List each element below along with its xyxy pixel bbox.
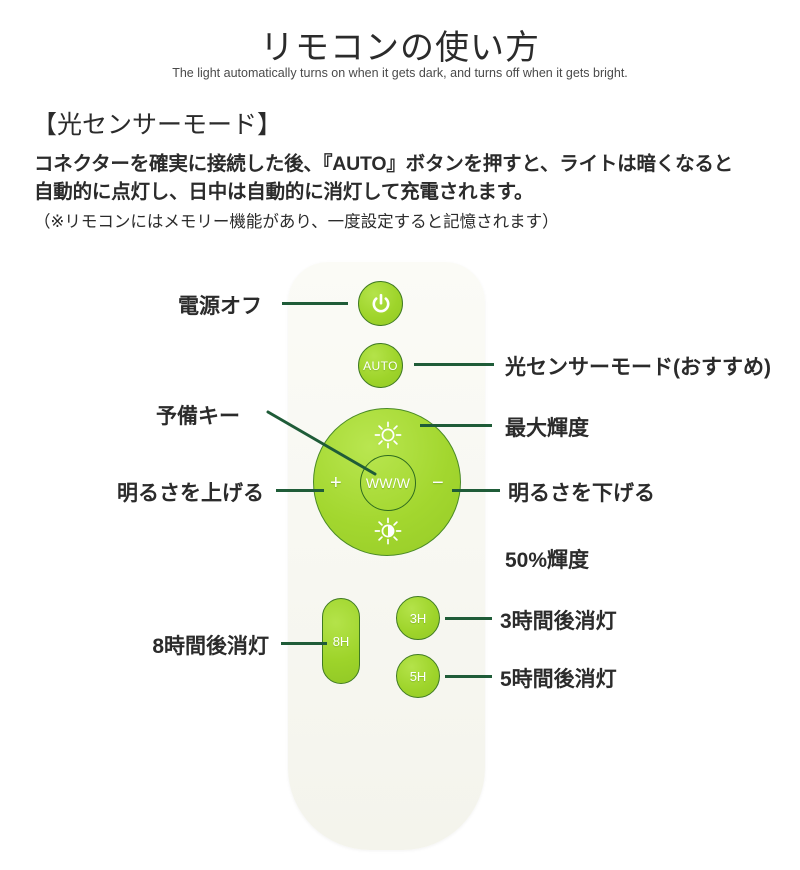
callout-half-brightness: 50%輝度 <box>505 549 590 572</box>
timer-3h-label: 3H <box>409 610 427 626</box>
sun-half-icon[interactable] <box>372 515 404 547</box>
intro-body-line-2: 自動的に点灯し、日中は自動的に消灯して充電されます。 <box>34 181 534 203</box>
timer-8h-label: 8H <box>332 633 350 649</box>
callout-max-brightness: 最大輝度 <box>505 417 589 440</box>
leader-line-light-sensor <box>414 363 494 366</box>
timer-5h-button[interactable]: 5H <box>396 654 440 698</box>
sun-full-icon[interactable] <box>372 419 404 451</box>
page-subtitle: The light automatically turns on when it… <box>172 66 628 80</box>
ww-w-label: WW/W <box>365 475 411 491</box>
leader-line-power-off <box>282 302 348 305</box>
auto-button-label: AUTO <box>363 358 398 373</box>
timer-5h-label: 5H <box>409 668 427 684</box>
callout-off-after-8h: 8時間後消灯 <box>152 635 269 658</box>
auto-button[interactable]: AUTO <box>358 343 403 388</box>
intro-body-line-1: コネクターを確実に接続した後、『AUTO』ボタンを押すと、ライトは暗くなると <box>34 153 733 175</box>
brightness-pad[interactable]: + − WW/W <box>313 408 461 556</box>
callout-brightness-up: 明るさを上げる <box>117 482 264 505</box>
leader-line-spare-key <box>266 410 377 476</box>
section-heading: 【光センサーモード】 <box>32 111 283 139</box>
callout-light-sensor-mode: 光センサーモード(おすすめ) <box>505 356 771 379</box>
ww-w-button[interactable]: WW/W <box>360 455 416 511</box>
power-button[interactable] <box>358 281 403 326</box>
timer-3h-button[interactable]: 3H <box>396 596 440 640</box>
callout-off-after-3h: 3時間後消灯 <box>500 610 617 633</box>
intro-note: （※リモコンにはメモリー機能があり、一度設定すると記憶されます） <box>34 213 559 231</box>
timer-8h-button[interactable]: 8H <box>322 598 360 684</box>
callout-brightness-down: 明るさを下げる <box>508 482 655 505</box>
callout-off-after-5h: 5時間後消灯 <box>500 668 617 691</box>
callout-power-off: 電源オフ <box>178 295 262 318</box>
leader-line-max-brightness <box>420 424 492 427</box>
leader-line-brightness-up <box>276 489 324 492</box>
leader-line-brightness-down <box>452 489 500 492</box>
leader-line-5h <box>445 675 492 678</box>
brightness-down-symbol[interactable]: − <box>432 472 444 494</box>
brightness-up-symbol[interactable]: + <box>330 472 342 494</box>
leader-line-8h <box>281 642 327 645</box>
page-title: リモコンの使い方 <box>260 29 540 67</box>
power-icon <box>369 292 393 316</box>
callout-spare-key: 予備キー <box>156 405 240 428</box>
leader-line-3h <box>445 617 492 620</box>
